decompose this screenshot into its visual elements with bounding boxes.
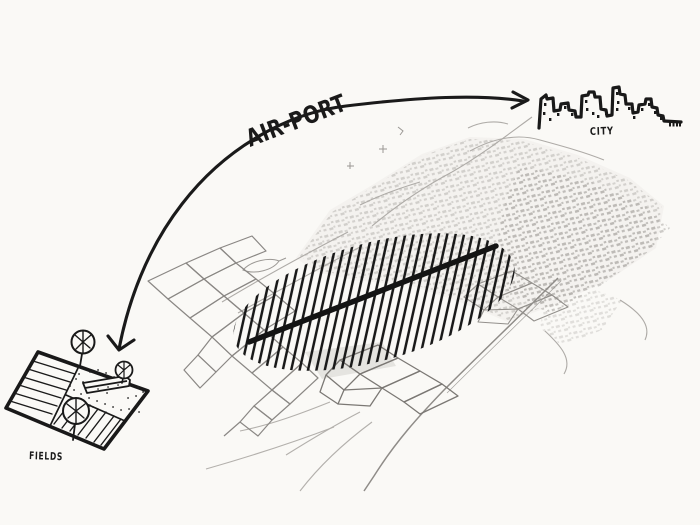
fields-label: FIELDS bbox=[29, 450, 63, 463]
city-windows bbox=[543, 92, 663, 121]
tree-icon bbox=[62, 397, 90, 441]
stream-lines bbox=[205, 401, 373, 492]
urban-fabric-dense bbox=[498, 166, 670, 314]
tree-icon bbox=[70, 329, 96, 367]
tree-icon bbox=[114, 360, 134, 384]
airport-site bbox=[233, 233, 515, 371]
skyline-teeth bbox=[669, 122, 681, 127]
city-skyline-icon: CITY bbox=[537, 85, 683, 138]
railway-line bbox=[363, 277, 562, 492]
arrowhead-fields bbox=[106, 334, 136, 352]
connection-arrow bbox=[106, 90, 530, 352]
urban-fabric-tail bbox=[540, 288, 622, 346]
runway-line bbox=[246, 243, 499, 345]
skyline-outline bbox=[537, 85, 683, 130]
arrowhead-city bbox=[510, 90, 530, 110]
airport-label: AIR-PORT bbox=[242, 89, 350, 153]
city-label: CITY bbox=[590, 125, 614, 138]
arrow-curve bbox=[117, 95, 525, 351]
plot-stripes-left bbox=[9, 360, 76, 415]
map-small-marks bbox=[242, 126, 404, 273]
fields-plot-icon: FIELDS bbox=[4, 329, 150, 463]
